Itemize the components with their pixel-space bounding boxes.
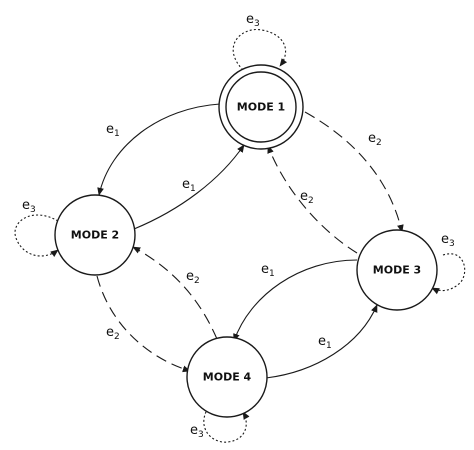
edges [14,28,466,443]
self-loop-mode1 [232,28,288,71]
label-mode3-to-mode1: e2 [300,189,314,206]
edge-mode3-to-mode4 [233,259,358,342]
label-mode2-to-mode4: e2 [106,325,120,342]
label-mode3-to-mode4: e1 [261,262,275,279]
node-mode2: MODE 2 [54,194,136,276]
self-loop-mode3 [431,253,466,295]
edge-mode1-to-mode3 [304,111,404,233]
node-mode3-label: MODE 3 [373,264,421,277]
node-mode2-label: MODE 2 [71,229,119,242]
label-self-loop-mode2: e3 [22,198,36,215]
label-self-loop-mode3: e3 [441,232,455,249]
node-mode1-inner-ring [225,71,297,143]
edge-mode2-to-mode1 [133,144,245,230]
label-mode4-to-mode2: e2 [186,269,200,286]
edge-labels: e1 e1 e2 e2 e2 e2 e1 e1 e3 e3 e3 e3 [22,12,455,440]
node-mode4: MODE 4 [186,336,268,418]
edge-mode1-to-mode2 [97,103,221,196]
edge-mode4-to-mode3 [265,304,378,379]
edge-mode3-to-mode1 [267,145,358,254]
node-mode4-label: MODE 4 [203,371,252,384]
edge-mode2-to-mode4 [96,275,191,373]
label-self-loop-mode4: e3 [190,423,204,440]
node-mode2-circle [54,194,136,276]
node-mode1-label: MODE 1 [237,101,285,114]
label-self-loop-mode1: e3 [246,12,260,29]
node-mode4-circle [186,336,268,418]
label-mode4-to-mode3: e1 [318,334,332,351]
edge-mode4-to-mode2 [132,246,218,340]
label-mode1-to-mode3: e2 [368,131,382,148]
self-loop-mode2 [14,214,59,258]
node-mode3: MODE 3 [356,229,438,311]
node-mode1: MODE 1 [218,64,304,150]
label-mode2-to-mode1: e1 [182,177,196,194]
node-mode3-circle [356,229,438,311]
label-mode1-to-mode2: e1 [106,122,120,139]
